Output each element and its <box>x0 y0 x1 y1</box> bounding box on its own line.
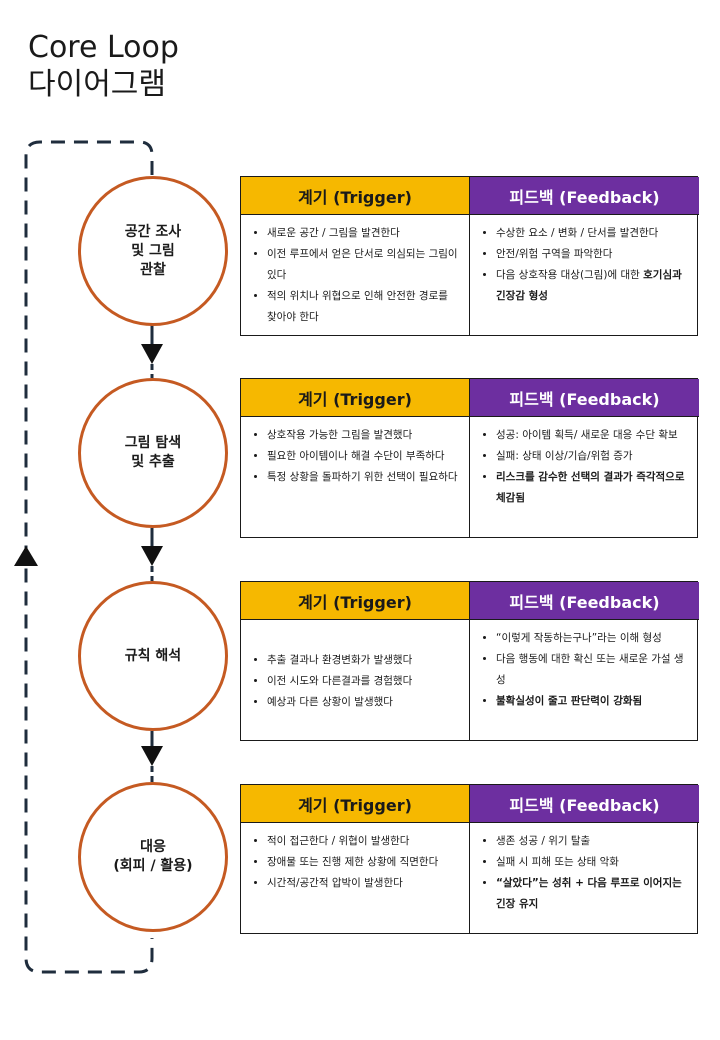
flow-arrow-2-icon <box>141 546 163 566</box>
stage-label: 규칙 해석 <box>124 647 182 664</box>
feedback-item: “살았다”는 성취 + 다음 루프로 이어지는 긴장 유지 <box>496 873 689 915</box>
feedback-item-text: 다음 상호작용 대상(그림)에 대한 <box>496 269 640 281</box>
trigger-item: 이전 루프에서 얻은 단서로 의심되는 그림이 있다 <box>267 244 459 286</box>
trigger-list: 적이 접근한다 / 위협이 발생한다 장애물 또는 진행 제한 상황에 직면한다… <box>251 831 459 894</box>
feedback-list-cell: “이렇게 작동하는구나”라는 이해 형성 다음 행동에 대한 확신 또는 새로운… <box>470 620 699 740</box>
trigger-item: 적의 위치나 위협으로 인해 안전한 경로를 찾아야 한다 <box>267 286 459 328</box>
stage-circle-rule-interpretation: 규칙 해석 <box>78 581 228 731</box>
trigger-item: 이전 시도와 다른결과를 경험했다 <box>267 671 459 692</box>
trigger-list-cell: 상호작용 가능한 그림을 발견했다 필요한 아이템이나 해결 수단이 부족하다 … <box>241 417 470 537</box>
feedback-header: 피드백 (Feedback) <box>470 177 699 215</box>
stage-circle-painting-extraction: 그림 탐색 및 추출 <box>78 378 228 528</box>
feedback-item: 실패 시 피해 또는 상태 악화 <box>496 852 689 873</box>
trigger-header: 계기 (Trigger) <box>241 785 470 823</box>
trigger-header: 계기 (Trigger) <box>241 379 470 417</box>
feedback-list-cell: 생존 성공 / 위기 탈출 실패 시 피해 또는 상태 악화 “살았다”는 성취… <box>470 823 699 933</box>
feedback-item: 다음 상호작용 대상(그림)에 대한 호기심과 긴장감 형성 <box>496 265 689 307</box>
feedback-item-emphasis: 호기심과 긴장감 형성 <box>496 269 682 302</box>
stage-circle-spatial-survey: 공간 조사 및 그림 관찰 <box>78 176 228 326</box>
stage-panel-1: 계기 (Trigger) 피드백 (Feedback) 새로운 공간 / 그림을… <box>240 176 699 336</box>
loop-return-arrow-icon <box>14 546 38 566</box>
trigger-item: 추출 결과나 환경변화가 발생했다 <box>267 650 459 671</box>
trigger-item: 예상과 다른 상황이 발생했다 <box>267 692 459 713</box>
feedback-item: 안전/위험 구역을 파악한다 <box>496 244 689 265</box>
title-line-2: 다이어그램 <box>28 67 166 102</box>
feedback-header: 피드백 (Feedback) <box>470 785 699 823</box>
stage-circle-response: 대응 (회피 / 활용) <box>78 782 228 932</box>
flow-arrow-1-icon <box>141 344 163 364</box>
feedback-item: 실패: 상태 이상/기습/위험 증가 <box>496 446 689 467</box>
trigger-item: 새로운 공간 / 그림을 발견한다 <box>267 223 459 244</box>
feedback-item: 생존 성공 / 위기 탈출 <box>496 831 689 852</box>
feedback-item: 수상한 요소 / 변화 / 단서를 발견한다 <box>496 223 689 244</box>
trigger-list-cell: 새로운 공간 / 그림을 발견한다 이전 루프에서 얻은 단서로 의심되는 그림… <box>241 215 470 335</box>
page-title: Core Loop 다이어그램 <box>28 30 179 104</box>
trigger-item: 장애물 또는 진행 제한 상황에 직면한다 <box>267 852 459 873</box>
trigger-header: 계기 (Trigger) <box>241 582 470 620</box>
trigger-list: 상호작용 가능한 그림을 발견했다 필요한 아이템이나 해결 수단이 부족하다 … <box>251 425 459 488</box>
stage-panel-4: 계기 (Trigger) 피드백 (Feedback) 적이 접근한다 / 위협… <box>240 784 699 934</box>
trigger-list-cell: 추출 결과나 환경변화가 발생했다 이전 시도와 다른결과를 경험했다 예상과 … <box>241 620 470 740</box>
feedback-list-cell: 성공: 아이템 획득/ 새로운 대응 수단 확보 실패: 상태 이상/기습/위험… <box>470 417 699 537</box>
feedback-item: 다음 행동에 대한 확신 또는 새로운 가설 생성 <box>496 649 689 691</box>
feedback-list: “이렇게 작동하는구나”라는 이해 형성 다음 행동에 대한 확신 또는 새로운… <box>480 628 689 712</box>
feedback-item: “이렇게 작동하는구나”라는 이해 형성 <box>496 628 689 649</box>
trigger-list: 추출 결과나 환경변화가 발생했다 이전 시도와 다른결과를 경험했다 예상과 … <box>251 650 459 713</box>
trigger-header: 계기 (Trigger) <box>241 177 470 215</box>
feedback-header: 피드백 (Feedback) <box>470 582 699 620</box>
feedback-item: 리스크를 감수한 선택의 결과가 즉각적으로 체감됨 <box>496 467 689 509</box>
trigger-item: 특정 상황을 돌파하기 위한 선택이 필요하다 <box>267 467 459 488</box>
feedback-item: 성공: 아이템 획득/ 새로운 대응 수단 확보 <box>496 425 689 446</box>
feedback-item: 불확실성이 줄고 판단력이 강화됨 <box>496 691 689 712</box>
trigger-item: 시간적/공간적 압박이 발생한다 <box>267 873 459 894</box>
trigger-item: 적이 접근한다 / 위협이 발생한다 <box>267 831 459 852</box>
stage-label: 공간 조사 및 그림 관찰 <box>124 223 182 278</box>
stage-panel-3: 계기 (Trigger) 피드백 (Feedback) 추출 결과나 환경변화가… <box>240 581 699 741</box>
feedback-list: 성공: 아이템 획득/ 새로운 대응 수단 확보 실패: 상태 이상/기습/위험… <box>480 425 689 509</box>
flow-arrow-3-icon <box>141 746 163 766</box>
trigger-item: 필요한 아이템이나 해결 수단이 부족하다 <box>267 446 459 467</box>
title-line-1: Core Loop <box>28 30 179 65</box>
feedback-list-cell: 수상한 요소 / 변화 / 단서를 발견한다 안전/위험 구역을 파악한다 다음… <box>470 215 699 335</box>
feedback-list: 생존 성공 / 위기 탈출 실패 시 피해 또는 상태 악화 “살았다”는 성취… <box>480 831 689 915</box>
trigger-list-cell: 적이 접근한다 / 위협이 발생한다 장애물 또는 진행 제한 상황에 직면한다… <box>241 823 470 933</box>
trigger-list: 새로운 공간 / 그림을 발견한다 이전 루프에서 얻은 단서로 의심되는 그림… <box>251 223 459 328</box>
stage-label: 그림 탐색 및 추출 <box>124 435 182 470</box>
stage-label: 대응 (회피 / 활용) <box>113 839 193 874</box>
feedback-header: 피드백 (Feedback) <box>470 379 699 417</box>
trigger-item: 상호작용 가능한 그림을 발견했다 <box>267 425 459 446</box>
feedback-list: 수상한 요소 / 변화 / 단서를 발견한다 안전/위험 구역을 파악한다 다음… <box>480 223 689 307</box>
stage-panel-2: 계기 (Trigger) 피드백 (Feedback) 상호작용 가능한 그림을… <box>240 378 699 538</box>
